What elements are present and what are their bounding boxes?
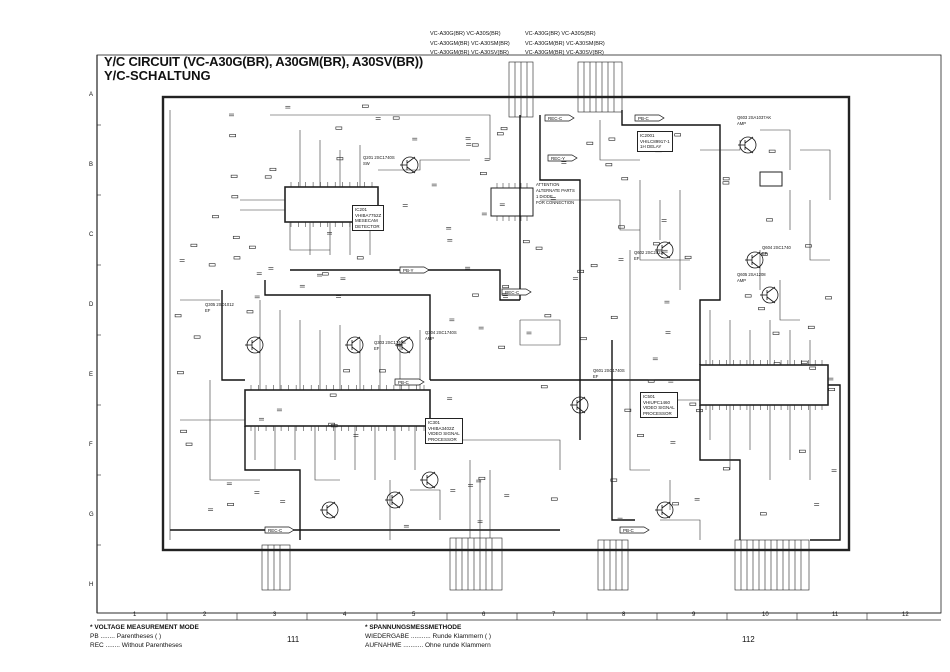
signal-tag: REC-Y (547, 154, 578, 162)
q304-label: Q304 2SC1740S AMP (425, 330, 457, 341)
col-label-3: 3 (273, 612, 277, 618)
row-label-f: F (89, 442, 93, 448)
col-label-7: 7 (552, 612, 556, 618)
legend-heading: * SPANNUNGSMESSMETHODE (365, 624, 462, 631)
col-label-9: 9 (692, 612, 696, 618)
note-line: ALTERNATE PARTS (536, 188, 575, 193)
signal-tag-label: PB-C (623, 528, 635, 533)
page-number-left: 111 (287, 635, 300, 644)
model-list-right: VC-A30G(BR) VC-A30S(BR) VC-A30GM(BR) VC-… (525, 30, 605, 59)
transistor-symbol (420, 471, 439, 489)
transistor-symbol (745, 251, 764, 269)
row-label-e: E (89, 372, 94, 378)
signal-tag-label: REC-C (548, 116, 563, 121)
transistor-symbol (395, 336, 414, 354)
legend-rec: REC ........ Without Parentheses (90, 642, 183, 649)
page-number-right: 112 (742, 635, 755, 644)
col-label-4: 4 (343, 612, 347, 618)
row-label-g: G (89, 512, 94, 518)
transistor-symbol (400, 156, 419, 174)
transistor-symbol (655, 241, 674, 259)
signal-tag: PB-C (619, 526, 650, 534)
transistor-symbol (320, 501, 339, 519)
legend-wiedergabe: WIEDERGABE ........... Runde Klammern ( … (365, 633, 492, 640)
transistor-symbol (738, 136, 757, 154)
q201-label: Q201 2SC1740S SW (363, 155, 395, 166)
legend-pb: PB ........ Parentheses ( ) (90, 633, 162, 640)
connectors-top (508, 61, 623, 118)
signal-tag-label: PB-C (638, 116, 650, 121)
connectors-bottom (261, 537, 810, 591)
signal-tag-label: PB-Y (403, 268, 414, 273)
signal-tag-label: REC-C (268, 528, 283, 533)
transistor-symbol (385, 491, 404, 509)
page-subtitle: Y/C-SCHALTUNG (104, 68, 211, 83)
note-line: ATTENTION (536, 182, 560, 187)
signal-tag-label: REC-Y (551, 156, 565, 161)
row-label-c: C (89, 232, 94, 238)
q604-label: Q604 2SC1740 EF (762, 245, 791, 256)
signal-tag: PB-C (394, 378, 425, 386)
signal-tag: REC-C (501, 288, 532, 296)
q602-label: Q602 2SC2021 EF (634, 250, 663, 261)
col-label-10: 10 (762, 612, 769, 618)
q603-label: Q603 2SA1037AK AMP (737, 115, 772, 126)
transistor-symbol (570, 396, 589, 414)
ic501-body (699, 364, 829, 406)
col-label-12: 12 (902, 612, 909, 618)
signal-tag-label: REC-C (505, 290, 520, 295)
legend-heading: * VOLTAGE MEASUREMENT MODE (90, 624, 199, 631)
signal-tag: REC-C (264, 526, 295, 534)
page-title: Y/C CIRCUIT (VC-A30G(BR), A30GM(BR), A30… (104, 54, 423, 69)
row-label-h: H (89, 582, 94, 588)
ic501-label: IC501 VHIUPC1460 VIDEO SIGNAL PROCESSOR (640, 392, 678, 418)
legend-spannung: * SPANNUNGSMESSMETHODE WIEDERGABE ......… (365, 623, 491, 650)
model-line: VC-A30G(BR) VC-A30S(BR) (525, 31, 596, 37)
ic-small-body (759, 171, 783, 187)
transistor-symbol (345, 336, 364, 354)
signal-tag-label: PB-C (398, 380, 410, 385)
transistor-symbol (760, 286, 779, 304)
legend-aufnahme: AUFNAHME ........... Ohne runde Klammern (365, 642, 491, 649)
attention-notes: ATTENTION ALTERNATE PARTS 1 DIODE FOR CO… (536, 182, 575, 206)
ic-packages (244, 171, 829, 427)
q605-label: Q605 2SA1208 AMP (737, 272, 766, 283)
col-label-6: 6 (482, 612, 486, 618)
ic201-label: IC201 VHIBA7752Z MESECAM DETECTOR (352, 205, 385, 231)
q601-label: Q601 2SC1740S EF (593, 368, 625, 379)
legend-voltage: * VOLTAGE MEASUREMENT MODE PB ........ P… (90, 623, 199, 650)
q305-label: Q305 2SD1012 EF (205, 302, 234, 313)
ic2001-body (490, 187, 534, 217)
model-line: VC-A30GM(BR) VC-A30SM(BR) (430, 40, 510, 47)
q303-label: Q303 2SC1740S EF (374, 340, 406, 351)
ic301-body (244, 389, 431, 427)
bold-traces (170, 110, 841, 541)
board-outline (161, 95, 851, 552)
model-line: VC-A30GM(BR) VC-A30SM(BR) (525, 40, 605, 47)
col-label-2: 2 (203, 612, 207, 618)
signal-tag: REC-C (544, 114, 575, 122)
col-label-5: 5 (412, 612, 416, 618)
row-label-d: D (89, 302, 94, 308)
col-label-11: 11 (832, 612, 839, 618)
thin-traces (169, 110, 831, 540)
transistor-symbol (245, 336, 264, 354)
ic301-label: IC301 VHIBA3402Z VIDEO SIGNAL PROCESSOR (425, 418, 463, 444)
signal-tag: PB-Y (399, 266, 430, 274)
model-line: VC-A30GM(BR) VC-A30SV(BR) (525, 50, 604, 56)
note-line: FOR CONNECTION (536, 200, 575, 205)
model-list-left: VC-A30G(BR) VC-A30S(BR) VC-A30GM(BR) VC-… (430, 30, 510, 59)
signal-tag: PB-C (634, 114, 665, 122)
model-line: VC-A30GM(BR) VC-A30SV(BR) (430, 50, 509, 56)
ic2001-label: IC2001 VHILC89917-1 1H DELAY (637, 131, 673, 152)
note-line: 1 DIODE (536, 194, 553, 199)
col-label-8: 8 (622, 612, 626, 618)
row-label-a: A (89, 92, 94, 98)
col-label-1: 1 (133, 612, 137, 618)
transistor-symbol (655, 501, 674, 519)
row-label-b: B (89, 162, 94, 168)
model-line: VC-A30G(BR) VC-A30S(BR) (430, 31, 501, 37)
